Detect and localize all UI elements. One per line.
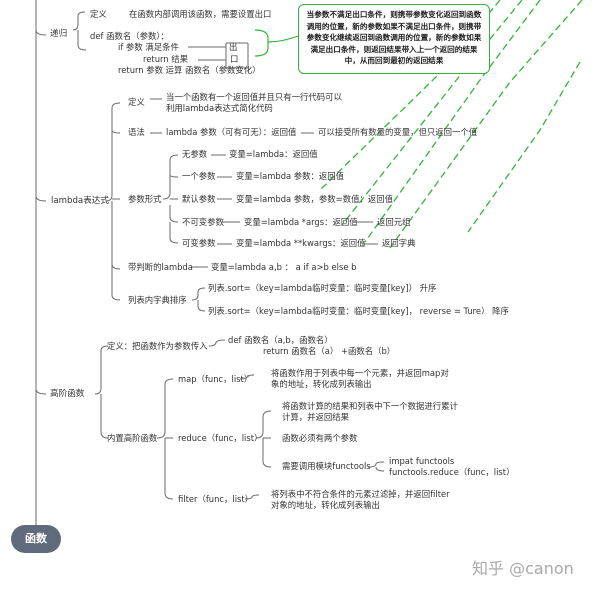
lambda-def-line2: 利用lambda表达式简化代码 <box>166 103 273 113</box>
param-one-label[interactable]: 一个参数 <box>182 171 216 181</box>
lambda-sort-line2: 列表.sort=（key=lambda临时变量：临时变量[key]， rever… <box>208 306 509 316</box>
higher-builtin-label[interactable]: 内置高阶函数 <box>107 433 158 443</box>
reduce-c: 需要调用模块functools <box>282 461 371 471</box>
recursion-def-label[interactable]: 定义 <box>90 9 107 19</box>
lambda-cond-label[interactable]: 带判断的lambda <box>128 262 193 272</box>
lambda-syntax-text: lambda 参数（可有可无）：返回值 <box>166 127 297 137</box>
branch-higher <box>35 388 47 395</box>
param-args-label[interactable]: 不可变参数 <box>182 217 224 227</box>
param-default-text: 变量=lambda 参数，参数=数值：返回值 <box>236 194 393 204</box>
root-node[interactable]: 函数 <box>11 525 61 553</box>
reduce-label[interactable]: reduce（func，list） <box>178 433 263 443</box>
param-args-extra: 返回元组 <box>377 217 411 227</box>
lambda-sort-label[interactable]: 列表内字典排序 <box>128 295 187 305</box>
reduce-c1: impat functools <box>389 456 455 466</box>
branch-recursion <box>35 29 47 36</box>
node-higher[interactable]: 高阶函数 <box>50 389 85 399</box>
note-bracket <box>254 29 269 57</box>
dashed-arrow-4 <box>389 0 583 249</box>
recursion-code-box: 口 <box>230 54 239 64</box>
watermark: 知乎 @canon <box>472 559 574 578</box>
param-default-label[interactable]: 默认参数 <box>182 194 216 204</box>
higher-def-code2: return 函数名（a） +函数名（b） <box>263 346 396 356</box>
dashed-arrow-5 <box>467 61 581 233</box>
param-kwargs-label[interactable]: 可变参数 <box>182 238 216 248</box>
lambda-syntax-note: 可以接受所有数量的变量，但只返回一个值 <box>318 127 478 137</box>
lambda-params-label[interactable]: 参数形式 <box>128 194 162 204</box>
recursion-def-text: 在函数内部调用该函数，需要设置出口 <box>129 9 272 19</box>
recursion-code-return2: return 参数 运算 函数名（参数变化） <box>118 65 261 75</box>
recursion-code-def: def 函数名（参数）： <box>90 31 169 41</box>
lambda-cond-text: 变量=lambda a,b ： a if a>b else b <box>211 262 357 272</box>
node-recursion[interactable]: 递归 <box>50 29 68 39</box>
map-line2: 象的地址，转化成列表输出 <box>271 379 372 389</box>
reduce-a2: 计算，并返回结果 <box>282 412 349 422</box>
recursion-code-out: 出 <box>229 42 238 52</box>
param-kwargs-text: 变量=lambda **kwargs：返回值 <box>236 238 366 248</box>
map-line1: 将函数作用于列表中每一个元素，并返回map对 <box>271 368 449 378</box>
higher-def-label[interactable]: 定义：把函数作为参数传入 <box>107 341 208 351</box>
recursion-code-if: if 参数 满足条件 <box>118 42 179 52</box>
reduce-c2: functools.reduce（func，list） <box>389 467 515 477</box>
filter-label[interactable]: filter（func，list） <box>178 494 254 504</box>
recursion-note: 当参数不满足出口条件，则携带参数变化返回到函数调用的位置，新的参数如果不满足出口… <box>298 4 490 74</box>
recursion-code-return: return 结果 <box>143 54 189 64</box>
reduce-a1: 将函数计算的结果和列表中下一个数据进行累计 <box>282 401 458 411</box>
param-one-text: 变量=lambda 参数：返回值 <box>236 171 345 181</box>
node-lambda[interactable]: lambda表达式 <box>51 196 109 206</box>
param-none-label[interactable]: 无参数 <box>182 149 208 159</box>
note-link <box>267 35 299 43</box>
higher-def-code1: def 函数名（a,b，函数名） <box>228 335 333 345</box>
dashed-arrow-3 <box>364 0 541 243</box>
lambda-def-label[interactable]: 定义 <box>128 97 145 107</box>
lambda-syntax-label[interactable]: 语法 <box>128 127 145 137</box>
filter-line2: 对象的地址，转化成列表输出 <box>271 500 380 510</box>
branch-lambda <box>35 195 47 202</box>
lambda-sort-line1: 列表.sort=（key=lambda临时变量：临时变量[key]） 升序 <box>208 283 437 293</box>
reduce-b: 函数必须有两个参数 <box>282 433 358 443</box>
param-kwargs-extra: 返回字典 <box>382 238 416 248</box>
filter-line1: 将列表中不符合条件的元素过滤掉，并返回filter <box>271 489 450 499</box>
param-none-text: 变量=lambda：返回值 <box>229 149 318 159</box>
param-args-text: 变量=lambda *args：返回值 <box>244 217 358 227</box>
map-label[interactable]: map（func，list） <box>178 374 253 384</box>
dashed-arrow-2 <box>341 0 523 226</box>
lambda-def-line1: 当一个函数有一个返回值并且只有一行代码可以 <box>166 92 342 102</box>
